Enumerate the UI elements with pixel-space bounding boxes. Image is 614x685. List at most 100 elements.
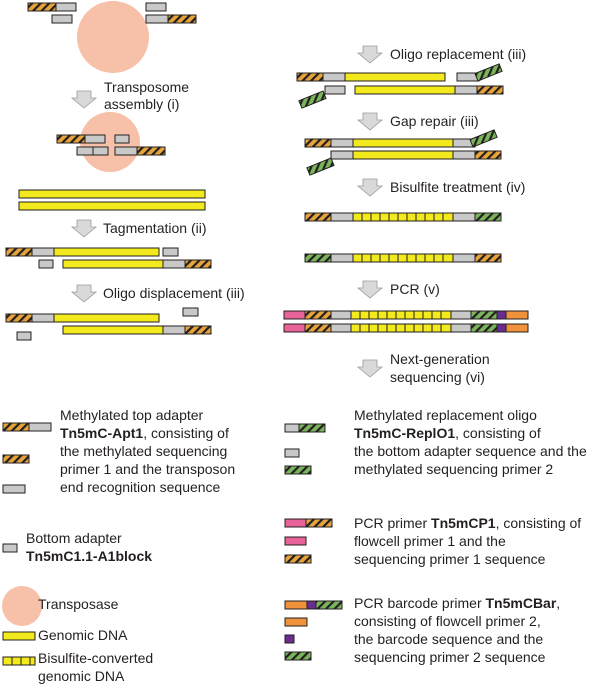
legend-bottom-adapter-name: Tn5mC1.1-A1block xyxy=(26,548,152,564)
adapter-segment xyxy=(330,253,354,263)
genomic-dna-segment xyxy=(62,325,164,335)
genomic-dna-segment xyxy=(344,72,446,82)
genomic-dna-segment xyxy=(2,631,36,641)
adapter-segment xyxy=(324,85,346,95)
sequencing-primer-1-segment xyxy=(167,14,197,24)
sequencing-primer-1-segment xyxy=(5,247,33,257)
sequencing-primer-2-segment xyxy=(470,310,498,320)
legend-top-adapter-line1: Methylated top adapter xyxy=(60,407,204,423)
legend-barcode-primer-line1: PCR barcode primer Tn5mCBar, xyxy=(354,595,560,611)
legend-genomic-dna: Genomic DNA xyxy=(38,627,128,643)
genomic-dna-segment xyxy=(18,201,206,211)
sequencing-primer-1-segment xyxy=(474,150,502,160)
legend-pcr-primer-line2: flowcell primer 1 and the xyxy=(354,533,506,549)
sequencing-primer-2-segment xyxy=(470,323,498,333)
sequencing-primer-2-segment xyxy=(474,63,503,82)
sequencing-primer-1-segment xyxy=(284,554,312,564)
adapter-segment xyxy=(16,331,32,341)
legend-pcr-primer-line1: PCR primer Tn5mCP1, consisting of xyxy=(354,515,581,531)
adapter-segment xyxy=(38,259,54,269)
flowcell-primer-1-segment xyxy=(283,310,306,320)
adapter-segment xyxy=(114,146,138,156)
adapter-segment xyxy=(92,146,109,156)
legend-bottom-adapter-line1: Bottom adapter xyxy=(26,530,122,546)
step-label-pcr: PCR (v) xyxy=(390,281,440,297)
legend-pcr-primer-line3: sequencing primer 1 sequence xyxy=(354,551,546,567)
bisulfite-dna-segment xyxy=(352,212,454,222)
sequencing-primer-1-segment xyxy=(304,310,332,320)
adapter-segment xyxy=(162,325,186,335)
legend-replacement-oligo-line1: Methylated replacement oligo xyxy=(354,407,537,423)
transposase-circle xyxy=(2,586,42,626)
sequencing-primer-1-segment xyxy=(304,138,332,148)
legend-replacement-oligo-line4: methylated sequencing primer 2 xyxy=(354,461,553,477)
sequencing-primer-1-segment xyxy=(184,325,212,335)
sequencing-primer-1-segment xyxy=(2,454,30,464)
sequencing-primer-2-segment xyxy=(298,90,327,109)
legend-replacement-oligo-line3: the bottom adapter sequence and the xyxy=(354,443,587,459)
sequencing-primer-2-segment xyxy=(306,157,335,176)
step-label-ngs: Next-generation xyxy=(390,351,490,367)
genomic-dna-segment xyxy=(352,138,454,148)
adapter-segment xyxy=(450,323,472,333)
transposase-circle xyxy=(77,1,149,73)
legend-barcode-primer-line2: consisting of flowcell primer 2, xyxy=(354,613,541,629)
step-label-oligo-displacement: Oligo displacement (iii) xyxy=(103,285,245,301)
adapter-segment xyxy=(330,212,354,222)
step-label-sequencing: sequencing (vi) xyxy=(390,369,485,385)
adapter-segment xyxy=(330,138,354,148)
sequencing-primer-1-segment xyxy=(5,313,33,323)
genomic-dna-segment xyxy=(18,189,206,199)
barcode-segment xyxy=(496,310,507,320)
flowcell-primer-1-segment xyxy=(283,323,306,333)
adapter-segment xyxy=(145,14,169,24)
adapter-segment xyxy=(55,2,77,12)
legend-top-adapter-name-line: Tn5mC-Apt1, consisting of xyxy=(60,425,229,441)
legend-bisulfite-dna-line1: Bisulfite-converted xyxy=(38,650,153,666)
legend-transposase: Transposase xyxy=(38,596,119,612)
bisulfite-dna-segment xyxy=(350,310,452,320)
sequencing-primer-2-segment xyxy=(474,212,502,222)
genomic-dna-segment xyxy=(352,150,454,160)
adapter-segment xyxy=(450,310,472,320)
adapter-segment xyxy=(84,134,106,144)
sequencing-primer-2-segment xyxy=(298,423,326,433)
adapter-segment xyxy=(284,423,300,433)
sequencing-primer-1-segment xyxy=(27,2,57,12)
step-arrow xyxy=(357,45,383,64)
step-arrow xyxy=(357,280,383,299)
sequencing-primer-1-segment xyxy=(56,134,86,144)
barcode-segment xyxy=(306,600,317,610)
transposase-circle xyxy=(80,112,140,172)
adapter-segment xyxy=(145,2,167,12)
legend-top-adapter-line3: the methylated sequencing xyxy=(60,443,227,459)
flowcell-primer-1-segment xyxy=(284,518,307,528)
step-label-tagmentation: Tagmentation (ii) xyxy=(103,220,207,236)
sequencing-primer-1-segment xyxy=(184,259,212,269)
adapter-segment xyxy=(330,150,354,160)
genomic-dna-segment xyxy=(62,259,164,269)
sequencing-primer-2-segment xyxy=(304,253,332,263)
sequencing-primer-2-segment xyxy=(315,600,343,610)
step-arrow xyxy=(357,178,383,197)
step-arrow xyxy=(71,284,97,303)
step-label-gap-repair: Gap repair (iii) xyxy=(390,113,479,129)
sequencing-primer-1-segment xyxy=(474,253,502,263)
bisulfite-dna-segment xyxy=(352,253,454,263)
sequencing-primer-2-segment xyxy=(284,465,312,475)
sequencing-primer-1-segment xyxy=(2,422,30,432)
legend-replacement-oligo-name-line: Tn5mC-ReplO1, consisting of xyxy=(354,425,541,441)
adapter-segment xyxy=(284,448,300,458)
adapter-segment xyxy=(162,247,179,257)
step-arrow xyxy=(71,219,97,238)
adapter-segment xyxy=(452,150,476,160)
bisulfite-dna-segment xyxy=(2,656,36,666)
sequencing-primer-1-segment xyxy=(304,323,332,333)
genomic-dna-segment xyxy=(53,313,160,323)
legend-top-adapter-line4: primer 1 and the transposon xyxy=(60,461,235,477)
legend-barcode-primer-line4: sequencing primer 2 sequence xyxy=(354,649,546,665)
adapter-segment xyxy=(2,484,26,494)
barcode-segment xyxy=(496,323,507,333)
flowcell-primer-2-segment xyxy=(505,310,529,320)
adapter-segment xyxy=(51,14,73,24)
